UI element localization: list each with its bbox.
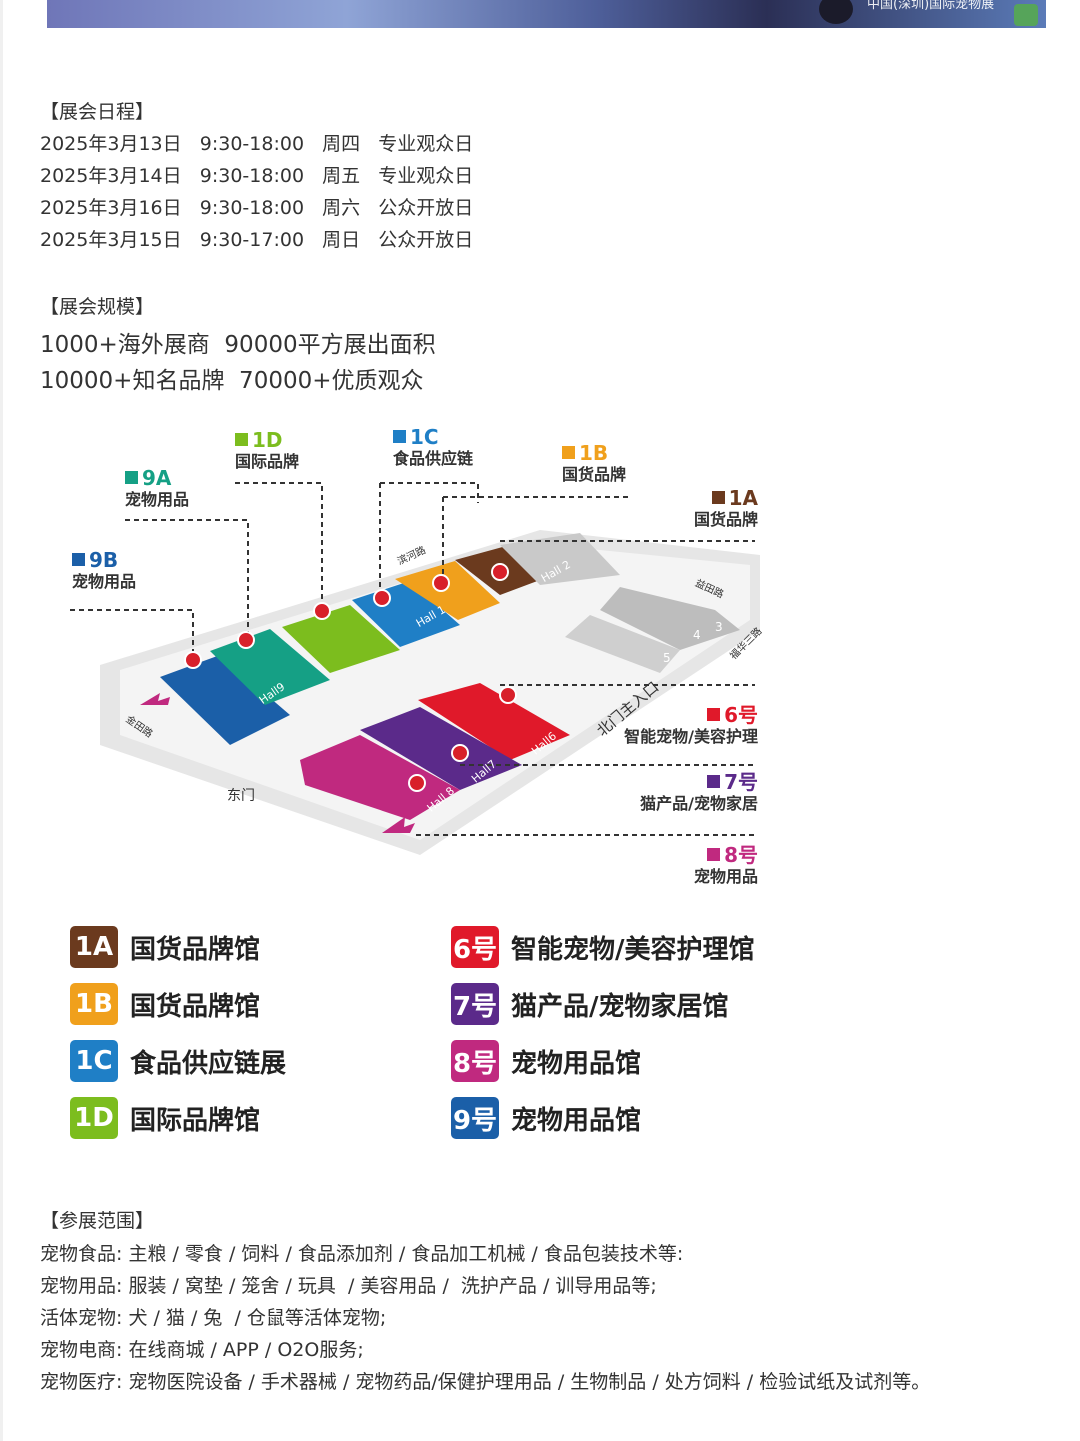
- map-pins: [184, 563, 517, 792]
- hall-3-4-block: [600, 587, 740, 650]
- map-label-9a: 9A 宠物用品: [125, 466, 190, 509]
- hall-1a-swatch: [711, 491, 725, 504]
- hall3-mark: 3: [715, 620, 723, 634]
- schedule-weekday: 周日: [322, 229, 361, 251]
- event-banner-image: 中国(深圳)国际宠物展: [47, 0, 1046, 28]
- legend-item: 6号 智能宠物/美容护理馆: [451, 926, 755, 968]
- hall-7-block: [360, 707, 522, 790]
- hall-2-block: [500, 533, 620, 585]
- map-label-1a: 1A 国货品牌: [693, 486, 758, 529]
- legend-label: 国货品牌馆: [130, 934, 261, 965]
- hall-9b-block: [160, 655, 290, 745]
- floor-map-drawing: [70, 482, 760, 855]
- map-label-7: 7号 猫产品/宠物家居: [640, 770, 758, 813]
- hall5-mark: 5: [663, 651, 671, 665]
- scope-line: 活体宠物: 犬 / 猫 / 兔 / 仓鼠等活体宠物;: [40, 1307, 387, 1329]
- hall-9a-swatch: [125, 471, 138, 484]
- hall4-mark: 4: [693, 628, 701, 642]
- scope-line: 宠物食品: 主粮 / 零食 / 饲料 / 食品添加剂 / 食品加工机械 / 食品…: [40, 1243, 684, 1265]
- schedule-heading: 【展会日程】: [40, 101, 155, 123]
- legend-badge: 1C: [70, 1040, 118, 1082]
- schedule-day-type: 公众开放日: [378, 229, 474, 251]
- legend-item: 1B 国货品牌馆: [70, 983, 260, 1025]
- schedule-row: 2025年3月14日 9:30-18:00 周五 专业观众日: [40, 161, 473, 188]
- map-label-1c: 1C 食品供应链: [393, 425, 474, 468]
- legend-label: 猫产品/宠物家居馆: [511, 991, 729, 1022]
- schedule-row: 2025年3月13日 9:30-18:00 周四 专业观众日: [40, 129, 473, 156]
- legend-badge: 8号: [451, 1040, 499, 1082]
- hall-8-swatch: [707, 848, 721, 861]
- legend-item: 8号 宠物用品馆: [451, 1040, 641, 1082]
- hall-9b-swatch: [72, 553, 85, 566]
- legend-label: 宠物用品馆: [511, 1105, 642, 1136]
- page-left-border: [0, 0, 3, 1441]
- schedule-time: 9:30-18:00: [199, 197, 305, 219]
- schedule-day-type: 专业观众日: [378, 133, 474, 155]
- scale-line: 10000+知名品牌 70000+优质观众: [40, 368, 424, 394]
- map-label-9b: 9B 宠物用品: [72, 548, 137, 591]
- legend-badge: 1D: [70, 1097, 118, 1139]
- schedule-time: 9:30-18:00: [199, 133, 305, 155]
- map-label-1b: 1B 国货品牌: [562, 441, 627, 484]
- schedule-day-type: 公众开放日: [378, 197, 474, 219]
- map-label-8: 8号 宠物用品: [693, 843, 758, 886]
- schedule-weekday: 周四: [322, 133, 361, 155]
- legend-label: 食品供应链展: [130, 1048, 287, 1079]
- legend-label: 国际品牌馆: [130, 1105, 261, 1136]
- legend-item: 9号 宠物用品馆: [451, 1097, 641, 1139]
- banner-decoration: [1014, 4, 1038, 26]
- schedule-time: 9:30-17:00: [199, 229, 305, 251]
- schedule-date: 2025年3月14日: [40, 165, 182, 187]
- east-entrance-label: 东门: [227, 788, 255, 804]
- legend-label: 智能宠物/美容护理馆: [511, 934, 755, 965]
- banner-caption: 中国(深圳)国际宠物展: [867, 0, 995, 12]
- legend-badge: 6号: [451, 926, 499, 968]
- hall-5-block: [565, 615, 680, 673]
- legend-badge: 1B: [70, 983, 118, 1025]
- entrance-arrow-icon: [382, 817, 415, 833]
- hall-8-block: [300, 735, 460, 820]
- legend-label: 宠物用品馆: [511, 1048, 642, 1079]
- schedule-date: 2025年3月15日: [40, 229, 182, 251]
- scale-line: 1000+海外展商 90000平方展出面积: [40, 332, 436, 358]
- hall-1c-swatch: [393, 430, 406, 443]
- hall-6-swatch: [707, 708, 721, 721]
- legend-badge: 7号: [451, 983, 499, 1025]
- legend-badge: 1A: [70, 926, 118, 968]
- hall-1b-block: [395, 561, 500, 620]
- map-label-1d: 1D 国际品牌: [235, 428, 300, 471]
- entrance-arrow-icon: [140, 693, 170, 705]
- scale-heading: 【展会规模】: [40, 296, 155, 318]
- venue-floor-map: 9B 宠物用品 9A 宠物用品 1D 国际品牌 1C 食品供应链 1B 国货品牌…: [60, 415, 770, 905]
- scope-line: 宠物电商: 在线商城 / APP / O2O服务;: [40, 1339, 364, 1361]
- legend-badge: 9号: [451, 1097, 499, 1139]
- legend-item: 1D 国际品牌馆: [70, 1097, 260, 1139]
- hall-9a-block: [210, 629, 330, 705]
- schedule-time: 9:30-18:00: [199, 165, 305, 187]
- schedule-weekday: 周六: [322, 197, 361, 219]
- hall-7-swatch: [707, 775, 721, 788]
- scope-line: 宠物医疗: 宠物医院设备 / 手术器械 / 宠物药品/保健护理用品 / 生物制品…: [40, 1371, 931, 1393]
- hall-1b-swatch: [562, 446, 575, 459]
- schedule-row: 2025年3月15日 9:30-17:00 周日 公众开放日: [40, 225, 473, 252]
- legend-item: 7号 猫产品/宠物家居馆: [451, 983, 729, 1025]
- legend-label: 国货品牌馆: [130, 991, 261, 1022]
- hall-6-block: [418, 683, 570, 760]
- expo-logo: [819, 0, 853, 24]
- schedule-date: 2025年3月16日: [40, 197, 182, 219]
- schedule-row: 2025年3月16日 9:30-18:00 周六 公众开放日: [40, 193, 473, 220]
- hall-1d-block: [282, 605, 400, 673]
- map-label-6: 6号 智能宠物/美容护理: [624, 703, 758, 746]
- map-leader-lines: [70, 482, 755, 836]
- schedule-day-type: 专业观众日: [378, 165, 474, 187]
- legend-item: 1A 国货品牌馆: [70, 926, 260, 968]
- scope-heading: 【参展范围】: [40, 1210, 155, 1232]
- scope-line: 宠物用品: 服装 / 窝垫 / 笼舍 / 玩具 / 美容用品 / 洗护产品 / …: [40, 1275, 657, 1297]
- schedule-weekday: 周五: [322, 165, 361, 187]
- hall-1d-swatch: [235, 433, 248, 446]
- legend-item: 1C 食品供应链展: [70, 1040, 286, 1082]
- schedule-date: 2025年3月13日: [40, 133, 182, 155]
